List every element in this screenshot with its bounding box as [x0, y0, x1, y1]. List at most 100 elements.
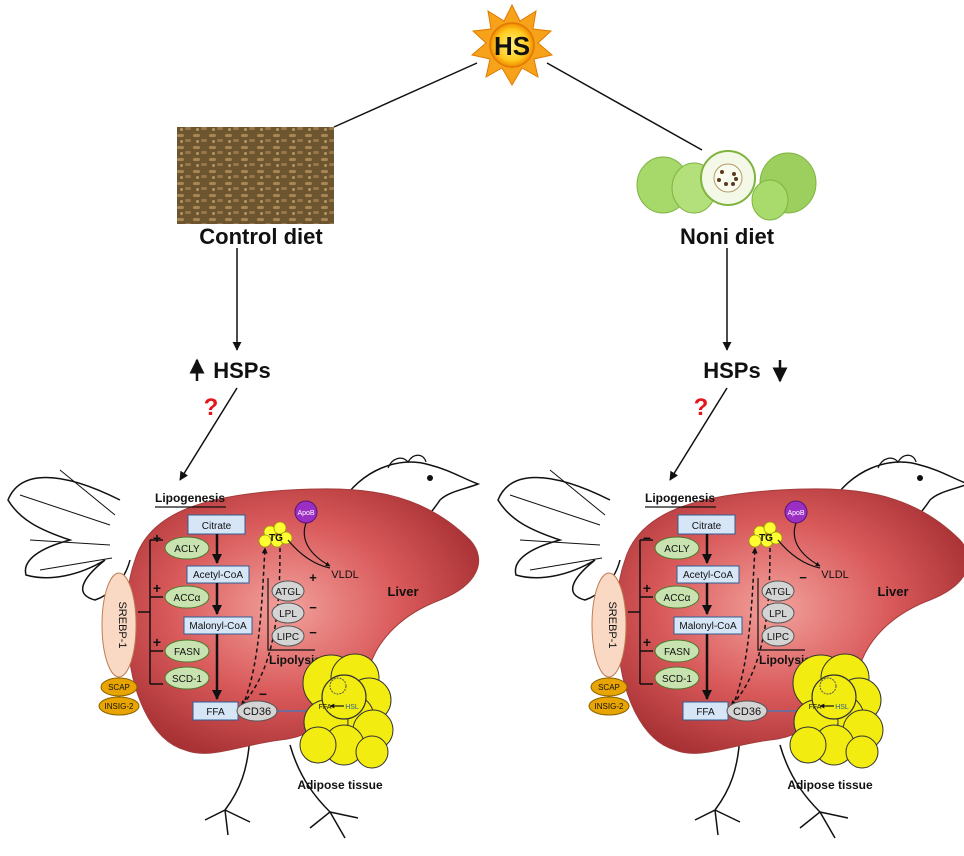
lipogenesis-heading: Lipogenesis — [645, 491, 715, 505]
acly-sign: − — [643, 530, 651, 546]
fasn-label: FASN — [174, 647, 200, 658]
vldl-label: VLDL — [821, 569, 849, 581]
ffa-to-tg-dashed-arrow — [734, 547, 758, 701]
noni-diet-label: Noni diet — [680, 224, 775, 249]
srebp1-ellipse — [591, 572, 627, 678]
apob-label: ApoB — [787, 510, 804, 517]
hsps-to-liver-arrow — [669, 387, 728, 481]
srebp-bracket — [628, 539, 653, 685]
acc-label: ACCα — [174, 593, 201, 604]
atgl-enzyme — [271, 580, 305, 602]
cd36-sign: − — [259, 686, 267, 702]
chicken-feather-lines — [19, 469, 116, 571]
adipocyte-7 — [299, 726, 337, 764]
apob-label: ApoB — [297, 510, 314, 517]
fasn-sign: + — [643, 634, 651, 650]
question-mark: ? — [204, 394, 219, 421]
scd-label: SCD-1 — [172, 674, 202, 685]
scd-enzyme — [164, 666, 210, 690]
acly-enzyme — [164, 536, 210, 560]
cd36-label: CD36 — [243, 706, 271, 718]
hsl-label: HSL — [835, 704, 849, 711]
liver-label: Liver — [387, 584, 418, 599]
acly-label: ACLY — [664, 544, 690, 555]
adipose-ffa-label: FFA — [809, 704, 822, 711]
adipocyte-focus — [321, 674, 367, 720]
tg-droplet-3 — [258, 534, 272, 548]
tg-label: TG — [759, 533, 773, 544]
acly-enzyme — [654, 536, 700, 560]
acly-sign: + — [153, 530, 161, 546]
chicken-wing-outline — [7, 476, 131, 601]
heat-stress-sun: HS — [470, 3, 554, 86]
control-diet-label: Control diet — [199, 224, 323, 249]
link-hs-control — [333, 62, 478, 128]
adipocyte-7 — [789, 726, 827, 764]
lipolysis-heading: Lipolysis — [269, 653, 321, 667]
noni-pathway-panel: HSPs?LiverLipogenesisCitrateAcetyl-CoAMa… — [497, 248, 964, 839]
hsps-label: HSPs — [213, 358, 270, 383]
insig2-label: INSIG-2 — [595, 702, 624, 711]
lipc-label: LIPC — [277, 632, 299, 643]
lipc-enzyme — [271, 625, 305, 647]
ffa-to-tg-dashed-arrow — [244, 547, 268, 701]
tg-droplet-1 — [763, 521, 777, 535]
atgl-sign: − — [799, 570, 807, 585]
atgl-sign: + — [309, 570, 317, 585]
sun-icon — [470, 3, 554, 86]
cd36-ellipse — [726, 700, 768, 722]
liver-shape — [126, 488, 480, 754]
tg-droplet-3 — [748, 534, 762, 548]
cd36-label: CD36 — [733, 706, 761, 718]
chicken-legs-outline — [204, 734, 359, 839]
liver-label: Liver — [877, 584, 908, 599]
chicken-eye-icon — [427, 475, 433, 481]
chicken-comb-outline — [877, 454, 917, 469]
acc-enzyme — [654, 585, 700, 609]
chicken-head-outline — [829, 461, 964, 531]
stimulus-label: HS — [494, 31, 530, 61]
link-hs-noni — [546, 62, 703, 151]
control-pathway-panel: HSPs?LiverLipogenesisCitrateAcetyl-CoAMa… — [7, 248, 481, 839]
tg-droplet-1 — [273, 521, 287, 535]
insig2-label: INSIG-2 — [105, 702, 134, 711]
adipose-label: Adipose tissue — [297, 778, 383, 792]
acetyl-label: Acetyl-CoA — [683, 570, 733, 581]
scap-ellipse — [590, 677, 628, 697]
chicken-legs-outline — [694, 734, 849, 839]
adipose-ffa-label: FFA — [319, 704, 332, 711]
tg-to-vldl-line — [777, 539, 821, 569]
lpl-enzyme — [761, 602, 795, 624]
question-mark: ? — [694, 394, 709, 421]
scap-label: SCAP — [108, 683, 130, 692]
scap-ellipse — [100, 677, 138, 697]
malonyl-label: Malonyl-CoA — [189, 621, 247, 632]
lipolysis-bracket — [267, 578, 315, 651]
srebp1-label: SREBP-1 — [116, 601, 128, 648]
cd36-ellipse — [236, 700, 278, 722]
acc-label: ACCα — [664, 593, 691, 604]
liver-shape — [616, 488, 964, 754]
lipc-label: LIPC — [767, 632, 789, 643]
lipc-sign: − — [309, 625, 317, 640]
lpl-label: LPL — [279, 609, 297, 620]
adipocyte-8 — [845, 735, 879, 769]
srebp-bracket — [138, 539, 163, 685]
chicken-feather-lines — [509, 469, 606, 571]
lpl-sign: − — [309, 600, 317, 615]
lipid-droplet-cluster — [819, 677, 837, 695]
hsl-label: HSL — [345, 704, 359, 711]
hsps-to-liver-arrow — [179, 387, 238, 481]
lipid-droplet-cluster — [329, 677, 347, 695]
acly-label: ACLY — [174, 544, 200, 555]
fasn-enzyme — [164, 639, 210, 663]
lipolysis-bracket — [757, 578, 805, 651]
noni-fruit-image — [636, 150, 817, 221]
ffa-label: FFA — [696, 707, 715, 718]
acetyl-label: Acetyl-CoA — [193, 570, 243, 581]
atgl-enzyme — [761, 580, 795, 602]
hsps-label: HSPs — [703, 358, 760, 383]
acc-enzyme — [164, 585, 210, 609]
insig2-ellipse — [98, 696, 140, 716]
adipocyte-8 — [355, 735, 389, 769]
